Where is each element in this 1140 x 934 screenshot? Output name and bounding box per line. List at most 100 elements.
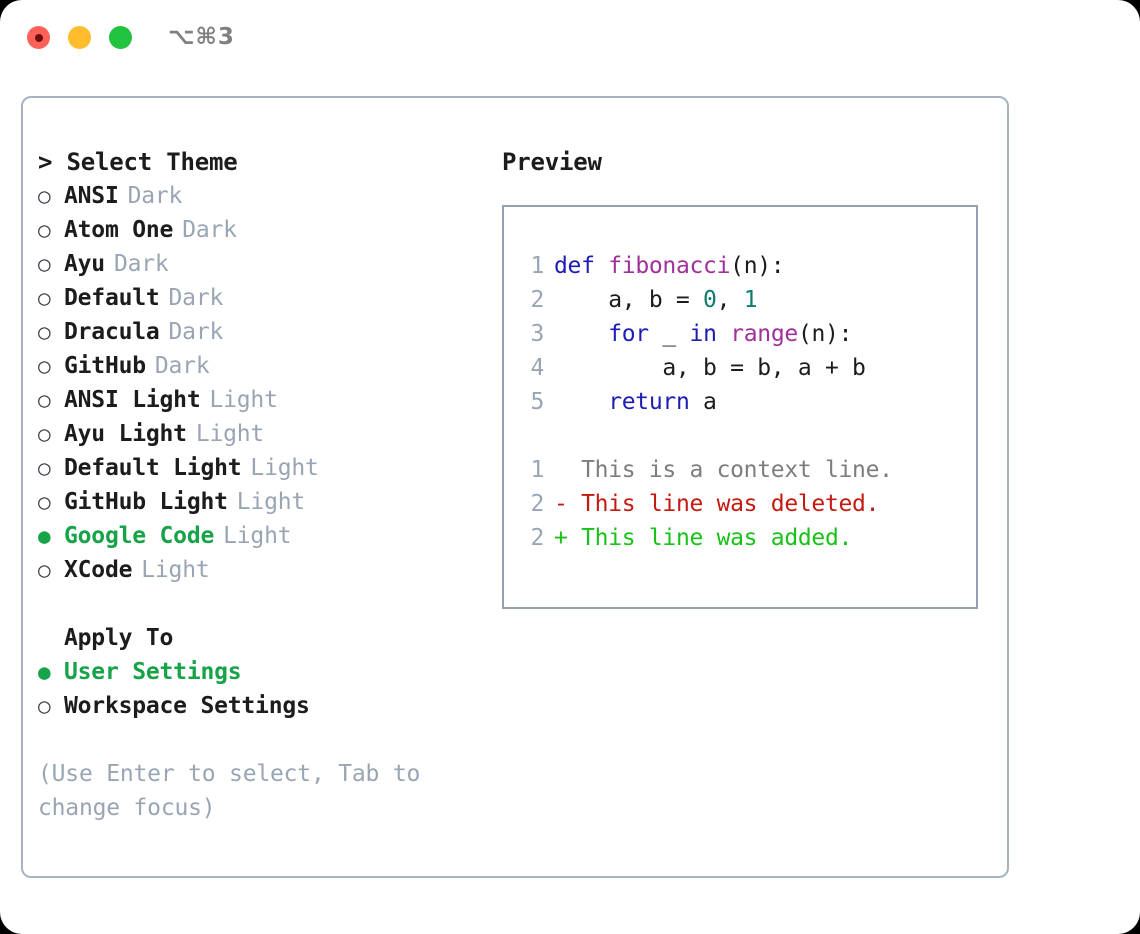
- radio-unselected-icon: ○: [38, 184, 51, 208]
- diff-line-number: 1: [530, 457, 544, 483]
- theme-option[interactable]: ○ Dracula Dark: [38, 315, 468, 349]
- apply-to-option-name: Workspace Settings: [64, 693, 310, 719]
- theme-option[interactable]: ● Google Code Light: [38, 519, 468, 553]
- diff-line-text: This line was deleted.: [581, 491, 880, 517]
- theme-option-name: ANSI: [64, 183, 119, 209]
- apply-to-option[interactable]: ●User Settings: [38, 655, 468, 689]
- theme-option-kind: Dark: [113, 251, 169, 277]
- apply-to-option[interactable]: ○ Workspace Settings: [38, 689, 468, 723]
- code-token: 1: [743, 287, 758, 313]
- code-token: for: [608, 321, 649, 347]
- code-line: 3 for _ in range(n):: [518, 317, 976, 351]
- theme-option-kind: Dark: [168, 319, 224, 345]
- close-button[interactable]: [27, 26, 50, 49]
- diff-sample: 1 This is a context line.2- This line wa…: [518, 453, 976, 555]
- diff-line: 1 This is a context line.: [518, 453, 976, 487]
- theme-option-kind: Light: [223, 523, 292, 549]
- theme-option-kind: Light: [209, 387, 278, 413]
- keyboard-hint-line-1: (Use Enter to select, Tab to: [38, 761, 421, 787]
- theme-option[interactable]: ○ XCode Light: [38, 553, 468, 587]
- theme-option-kind: Light: [250, 455, 319, 481]
- theme-option-name: Atom One: [64, 217, 174, 243]
- theme-option[interactable]: ○ Default Dark: [38, 281, 468, 315]
- diff-line-text: This is a context line.: [581, 457, 893, 483]
- preview-heading: Preview: [502, 148, 602, 176]
- code-line-text: for _ in range(n):: [554, 317, 852, 351]
- code-line-text: a, b = b, a + b: [554, 351, 866, 385]
- theme-option-name: Ayu Light: [64, 421, 187, 447]
- radio-unselected-icon: ○: [38, 388, 51, 412]
- theme-option-kind: Light: [195, 421, 265, 447]
- theme-option-name: GitHub Light: [64, 489, 228, 515]
- theme-option[interactable]: ○ Ayu Dark: [38, 247, 468, 281]
- radio-selected-icon: ●: [38, 524, 51, 548]
- code-line: 4 a, b = b, a + b: [518, 351, 976, 385]
- code-line-text: return a: [554, 385, 717, 419]
- theme-option-name: Default: [64, 285, 160, 311]
- theme-option[interactable]: ○ Default Light Light: [38, 451, 468, 485]
- code-token: range: [730, 321, 798, 347]
- radio-unselected-icon: ○: [38, 490, 51, 514]
- code-token: a, b =: [554, 287, 704, 313]
- traffic-lights: [27, 26, 132, 49]
- code-line-text: def fibonacci(n):: [554, 249, 785, 283]
- code-line-number: 2: [530, 287, 544, 313]
- theme-option[interactable]: ○ Ayu Light Light: [38, 417, 468, 451]
- radio-unselected-icon: ○: [38, 558, 51, 582]
- code-line-number: 4: [530, 355, 544, 381]
- apply-to-heading: Apply To: [64, 625, 174, 651]
- zoom-button[interactable]: [109, 26, 132, 49]
- code-token: def: [554, 253, 595, 279]
- code-token: a, b = b, a + b: [554, 355, 866, 381]
- theme-option-name: Default Light: [64, 455, 242, 481]
- code-token: _: [648, 321, 690, 347]
- code-token: return: [608, 389, 690, 415]
- code-token: [554, 321, 608, 347]
- code-line-number: 1: [530, 253, 544, 279]
- radio-unselected-icon: ○: [38, 694, 51, 718]
- code-token: [554, 389, 608, 415]
- code-token: ,: [716, 287, 744, 313]
- theme-option[interactable]: ○ GitHub Light Light: [38, 485, 468, 519]
- radio-unselected-icon: ○: [38, 218, 51, 242]
- radio-unselected-icon: ○: [38, 286, 51, 310]
- diff-line: 2+ This line was added.: [518, 521, 976, 555]
- minimize-button[interactable]: [68, 26, 91, 49]
- code-line-number: 3: [530, 321, 544, 347]
- select-theme-heading: > Select Theme: [38, 148, 238, 176]
- diff-line: 2- This line was deleted.: [518, 487, 976, 521]
- theme-option-name: Google Code: [64, 523, 215, 549]
- code-token: (n):: [797, 321, 853, 347]
- radio-unselected-icon: ○: [38, 354, 51, 378]
- radio-unselected-icon: ○: [38, 456, 51, 480]
- diff-sign: -: [554, 491, 582, 517]
- theme-option-kind: Light: [141, 557, 210, 583]
- radio-unselected-icon: ○: [38, 252, 51, 276]
- theme-option-kind: Dark: [154, 353, 210, 379]
- radio-unselected-icon: ○: [38, 422, 51, 446]
- keyboard-hint-line-2: change focus): [38, 795, 216, 821]
- theme-option-name: Dracula: [64, 319, 160, 345]
- apply-to-option-name: User Settings: [64, 659, 242, 685]
- apply-to-list[interactable]: ●User Settings ○ Workspace Settings: [38, 655, 468, 723]
- theme-option-name: Ayu: [64, 251, 105, 277]
- theme-option-kind: Dark: [168, 285, 224, 311]
- radio-unselected-icon: ○: [38, 320, 51, 344]
- code-line: 1 def fibonacci(n):: [518, 249, 976, 283]
- code-line: 2 a, b = 0, 1: [518, 283, 976, 317]
- theme-option-name: XCode: [64, 557, 133, 583]
- theme-option-kind: Light: [236, 489, 306, 515]
- code-token: a: [689, 389, 717, 415]
- code-line: 5 return a: [518, 385, 976, 419]
- code-token: 0: [703, 287, 717, 313]
